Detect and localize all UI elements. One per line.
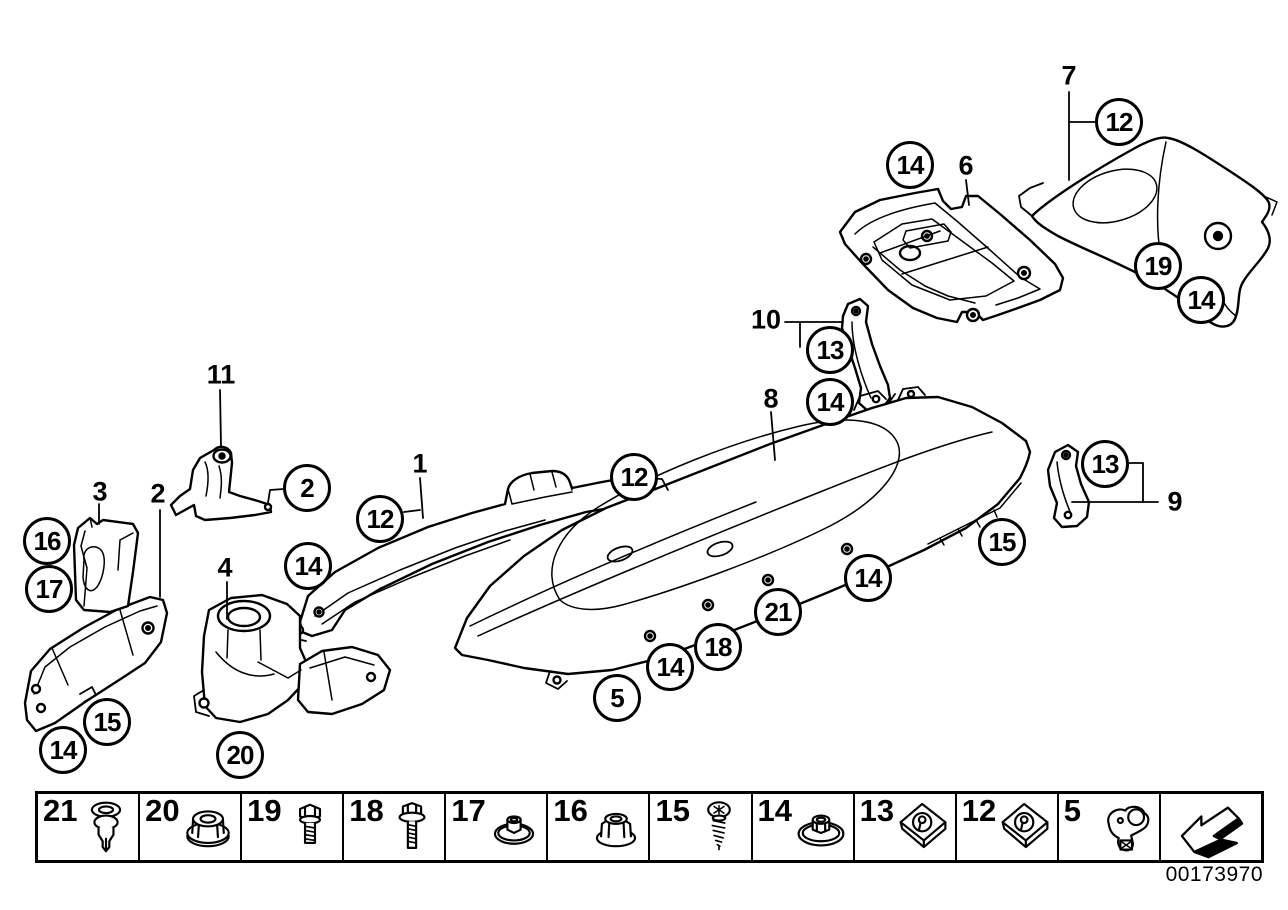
callout-balloon-21[interactable]: 21: [754, 588, 802, 636]
legend-item-17: 17: [446, 793, 549, 860]
legend-item-12: 12: [957, 794, 1059, 860]
callout-balloon-14[interactable]: 14: [39, 726, 87, 774]
hex-bolt-icon: [281, 798, 339, 858]
part-4-drawing: [193, 593, 392, 724]
legend-item-number: 14: [757, 793, 793, 828]
callout-balloon-2[interactable]: 2: [283, 464, 331, 512]
legend-item-number: 18: [349, 793, 384, 828]
lock-nut-icon: [587, 798, 645, 858]
part-6-drawing: [838, 187, 1065, 324]
legend-item-20: 20: [140, 793, 243, 860]
legend-item-number: 12: [961, 793, 997, 828]
legend-item-number: 5: [1063, 793, 1082, 828]
legend-item-number: 15: [655, 793, 690, 828]
part-8-drawing: [453, 386, 1032, 690]
cable-holder-icon: [1098, 798, 1156, 858]
washer-nut-icon: [485, 798, 543, 858]
callout-balloon-20[interactable]: 20: [216, 731, 264, 779]
legend-item-number: 19: [247, 793, 282, 828]
part-2-drawing: [23, 595, 169, 733]
legend-item-5: 5: [1059, 794, 1161, 860]
fastener-legend: 21 20 19 18 17 16 15 14 13 12 5: [35, 791, 1264, 863]
legend-item-18: 18: [344, 793, 447, 860]
callout-balloon-13[interactable]: 13: [806, 326, 854, 374]
legend-item-number: 21: [43, 793, 78, 828]
part-3-drawing: [72, 516, 140, 614]
callout-balloon-12[interactable]: 12: [1095, 98, 1143, 146]
page-back-arrow-icon: [1169, 797, 1255, 859]
part-label-9[interactable]: 9: [1167, 486, 1183, 517]
callout-balloon-15[interactable]: 15: [83, 698, 131, 746]
leader-lines: [98, 91, 1159, 620]
callout-balloon-14[interactable]: 14: [886, 141, 934, 189]
callout-balloon-15[interactable]: 15: [978, 518, 1026, 566]
legend-item-15: 15: [650, 793, 753, 860]
part-11-drawing: [169, 445, 273, 522]
document-number: 00173970: [1165, 863, 1263, 886]
part-label-1[interactable]: 1: [412, 448, 428, 479]
callout-balloon-14[interactable]: 14: [646, 643, 694, 691]
part-label-11[interactable]: 11: [206, 359, 236, 390]
legend-item-19: 19: [242, 793, 345, 860]
hex-bolt-washer-icon: [383, 798, 441, 858]
legend-item-13: 13: [855, 794, 957, 860]
part-10-drawing: [840, 297, 896, 413]
legend-item-number: 17: [451, 793, 486, 828]
legend-item-number: 16: [553, 793, 588, 828]
speed-nut-icon: [894, 798, 952, 858]
callout-balloon-13[interactable]: 13: [1081, 440, 1129, 488]
callout-balloon-19[interactable]: 19: [1134, 242, 1182, 290]
callout-balloon-12[interactable]: 12: [356, 495, 404, 543]
part-label-8[interactable]: 8: [763, 383, 779, 414]
legend-item-16: 16: [548, 793, 651, 860]
flange-nut-icon: [179, 798, 237, 858]
page-back-arrow-cell[interactable]: [1161, 794, 1261, 860]
legend-item-21: 21: [38, 793, 141, 860]
callout-balloon-14[interactable]: 14: [806, 378, 854, 426]
screw-icon: [690, 798, 748, 858]
callout-balloon-12[interactable]: 12: [610, 453, 658, 501]
part-label-10[interactable]: 10: [750, 304, 782, 335]
rivet-icon: [77, 798, 135, 858]
part-label-2[interactable]: 2: [150, 478, 166, 509]
callout-balloon-17[interactable]: 17: [25, 565, 73, 613]
part-label-6[interactable]: 6: [958, 150, 974, 181]
callout-balloon-14[interactable]: 14: [844, 554, 892, 602]
callout-balloon-14[interactable]: 14: [284, 542, 332, 590]
callout-balloon-18[interactable]: 18: [694, 623, 742, 671]
part-label-7[interactable]: 7: [1061, 60, 1077, 91]
legend-item-14: 14: [753, 794, 855, 860]
part-9-drawing: [1046, 443, 1091, 529]
part-7-drawing: [1018, 136, 1278, 328]
legend-item-number: 20: [145, 793, 180, 828]
callout-balloon-16[interactable]: 16: [23, 517, 71, 565]
dish-washer-nut-icon: [792, 798, 850, 858]
legend-item-number: 13: [859, 793, 895, 828]
callout-balloon-5[interactable]: 5: [593, 674, 641, 722]
callout-balloon-14[interactable]: 14: [1177, 276, 1225, 324]
speed-nut-icon: [996, 798, 1054, 858]
part-label-3[interactable]: 3: [92, 476, 108, 507]
part-label-4[interactable]: 4: [217, 552, 233, 583]
